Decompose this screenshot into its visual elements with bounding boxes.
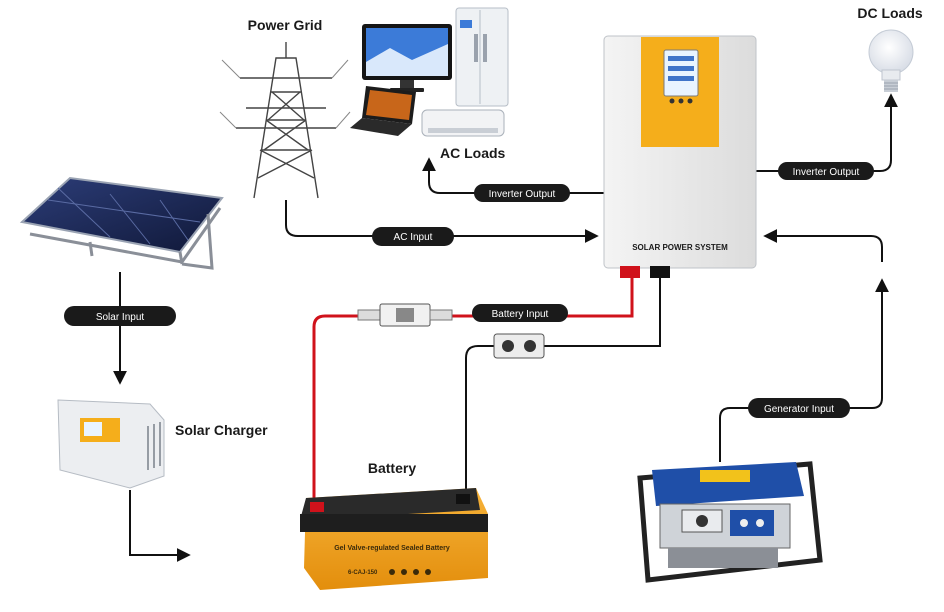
solar-panel-icon <box>19 176 224 270</box>
battery-icon: Gel Valve-regulated Sealed Battery 6-CAJ… <box>300 488 488 590</box>
solar-charger-icon <box>57 399 165 489</box>
inverter-output-ac-pill: Inverter Output <box>474 184 570 202</box>
solar-input-label: Solar Input <box>96 312 145 323</box>
laptop-icon <box>350 86 416 136</box>
generator-input-label: Generator Input <box>764 404 834 415</box>
air-conditioner-icon <box>421 109 505 137</box>
generator-icon <box>637 461 823 583</box>
ac-loads-label: AC Loads <box>440 145 506 161</box>
inverter-name-label: SOLAR POWER SYSTEM <box>632 243 728 252</box>
breaker-icon <box>493 333 545 359</box>
inverter-output-dc-label: Inverter Output <box>793 167 860 178</box>
solar-input-pill: Solar Input <box>64 306 176 326</box>
wire-battery-positive <box>312 278 634 510</box>
ac-input-pill: AC Input <box>372 227 454 246</box>
refrigerator-icon <box>455 7 509 107</box>
wire-dc-output <box>756 93 898 172</box>
power-tower-icon <box>219 42 351 199</box>
wire-charger-battery <box>129 490 191 562</box>
battery-input-pill: Battery Input <box>472 304 568 322</box>
inverter-icon: SOLAR POWER SYSTEM <box>603 35 757 278</box>
light-bulb-icon <box>868 29 914 92</box>
solar-charger-label: Solar Charger <box>175 422 268 438</box>
monitor-icon <box>362 24 452 92</box>
wire-generator-input-2 <box>763 229 883 262</box>
dc-loads-label: DC Loads <box>857 5 923 21</box>
fuse-icon <box>357 303 453 327</box>
battery-label: Battery <box>368 460 416 476</box>
battery-case-text: Gel Valve-regulated Sealed Battery <box>334 545 450 552</box>
power-grid-label: Power Grid <box>248 17 323 33</box>
generator-input-pill: Generator Input <box>748 398 850 418</box>
battery-input-label: Battery Input <box>492 309 549 320</box>
wire-battery-negative <box>465 275 661 494</box>
inverter-output-dc-pill: Inverter Output <box>778 162 874 180</box>
inverter-output-ac-label: Inverter Output <box>489 189 556 200</box>
wire-ac-input <box>285 200 599 243</box>
battery-model-text: 6-CAJ-150 <box>348 570 378 576</box>
wire-generator-input <box>719 278 889 462</box>
wires-red <box>312 278 634 510</box>
wire-ac-output <box>422 157 608 194</box>
ac-input-label: AC Input <box>394 232 433 243</box>
